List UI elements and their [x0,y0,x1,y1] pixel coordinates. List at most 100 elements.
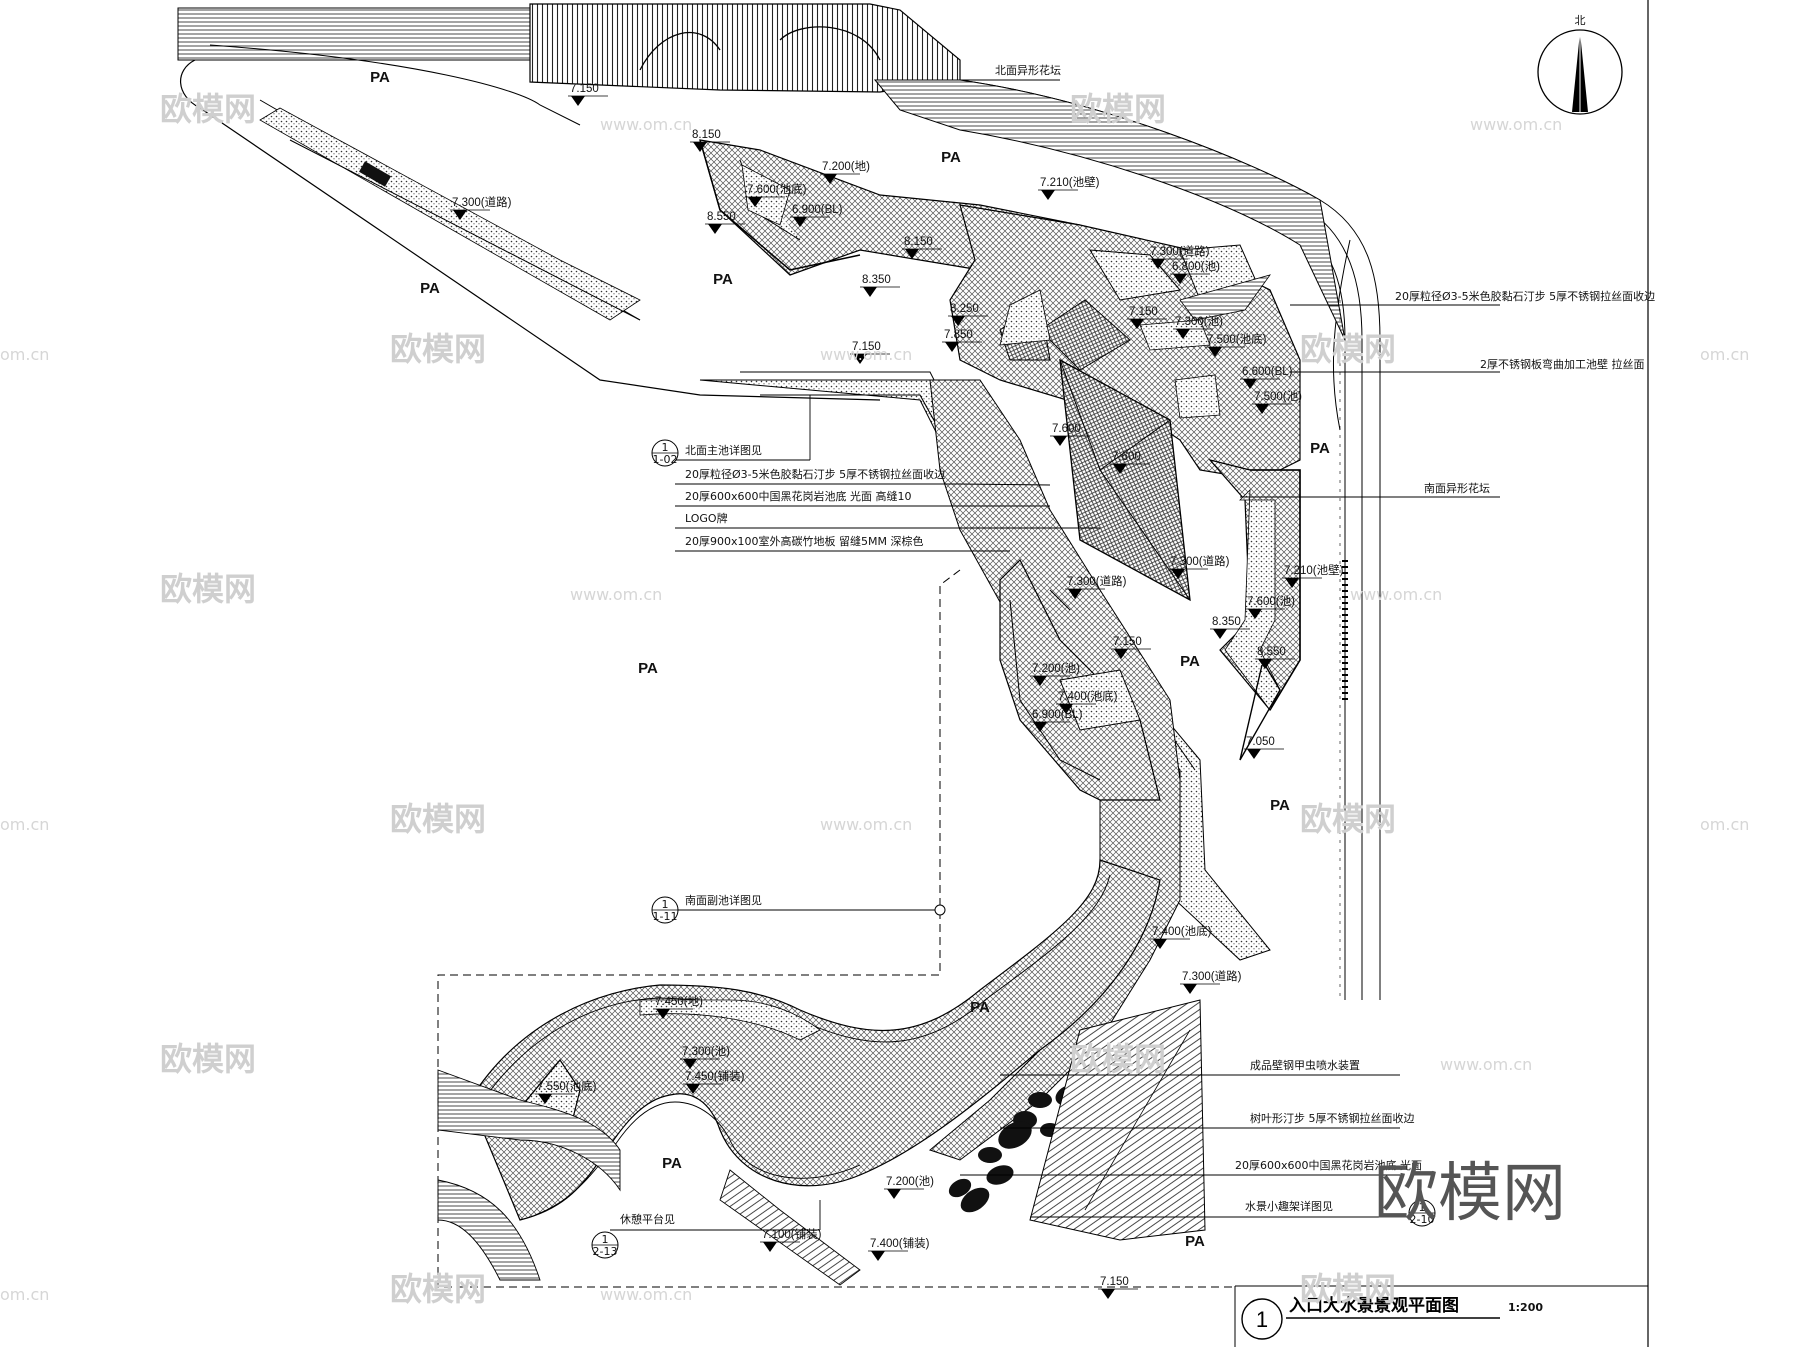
elevation-text: 7.600(池) [1247,595,1295,608]
callout-text: 成品壁钢甲虫喷水装置 [1250,1058,1360,1072]
elevation-marker: 8.350 [860,274,900,297]
elevation-text: 7.450(地) [655,995,703,1008]
pa-zone-label: PA [662,1155,682,1172]
drawing-title-block: 1 入口大水景景观平面图 1:200 [1241,1295,1543,1340]
elevation-marker: 7.150 [1098,1276,1138,1299]
elevation-marker: 7.100(铺装) [760,1228,822,1252]
elevation-marker: 7.200(池) [1030,662,1080,686]
watermark-url: www.om.cn [1350,585,1442,604]
elevation-triangle [1183,984,1197,994]
callout-left: 北面主池详图见 [675,395,811,461]
title-index: 1 [1256,1307,1268,1332]
detail-ref-bubble[interactable]: 11-11 [651,896,679,924]
elevation-marker: 7.600 [1050,423,1090,446]
elevation-text: 7.550(池底) [537,1079,597,1093]
elevation-text: 8.150 [904,236,933,248]
elevation-text: 7.210(池壁) [1040,175,1100,189]
elevation-text: 8.250 [950,303,979,315]
elevation-marker: 6.900(BL) [790,204,843,227]
elevation-marker: 7.300(池) [1173,315,1223,339]
elevation-marker: 7.450(地) [653,995,703,1019]
detail-ref-number: 1 [662,441,669,454]
elevation-marker: 7.210(池壁) [1282,563,1344,588]
elevation-marker: 7.500(池) [1252,390,1302,414]
elevation-text: 7.150 [852,341,881,353]
callout-left: 20厚粒径Ø3-5米色胶黏石汀步 5厚不锈钢拉丝面收边 [675,467,1051,486]
watermark-url: www.om.cn [1440,1055,1532,1074]
watermark-url-short: om.cn [1700,815,1749,834]
watermark-url-short: om.cn [0,815,49,834]
elevation-text: 7.600 [1112,451,1141,463]
elevation-marker: 7.150 [568,83,608,106]
elevation-triangle [863,287,877,297]
elevation-triangle [708,224,722,234]
elevation-text: 7.600(池底) [747,182,807,196]
elevation-triangle [538,1094,552,1104]
bench-block [359,161,391,187]
elevation-marker: 8.550 [705,211,745,234]
callout-text: 休憩平台见 [620,1212,675,1226]
detail-ref-bubble[interactable]: 12-10 [1408,1199,1436,1227]
detail-ref-sheet: 2-10 [1410,1213,1435,1226]
elevation-text: 7.300(道路) [1150,244,1210,258]
paved-band [177,7,531,61]
detail-ref-number: 1 [1419,1201,1426,1214]
callout-right: 树叶形汀步 5厚不锈钢拉丝面收边 [1000,1111,1415,1129]
elevation-marker: 7.300(道路) [1148,244,1210,269]
callout-text: 南面异形花坛 [1424,482,1490,495]
elevation-marker: 7.300(池) [680,1045,730,1069]
watermark-url-short: om.cn [0,1285,49,1304]
watermark-brand-large: 欧模网 [1374,1157,1566,1231]
watermark-brand: 欧模网 [390,1270,486,1308]
elevation-markers: 7.1507.1508.1507.200(地)7.600(池底)6.900(BL… [450,83,1344,1299]
elevation-triangle [683,1059,697,1069]
elevation-triangle [887,1189,901,1199]
elevation-triangle [871,1251,885,1261]
elevation-triangle [748,197,762,207]
drawing-title: 入口大水景景观平面图 [1289,1295,1459,1316]
detail-ref-bubble[interactable]: 11-02 [651,439,679,467]
elevation-triangle [1113,464,1127,474]
elevation-triangle [1114,649,1128,659]
elevation-marker: 7.600(池) [1245,595,1295,619]
watermark-brand: 欧模网 [1300,330,1396,368]
elevation-text: 6.600(BL) [1242,366,1293,378]
elevation-triangle [1243,379,1257,389]
elevation-marker: 7.300(道路) [1065,574,1127,599]
elevation-marker: 7.400(池底) [1150,924,1212,949]
elevation-triangle [1101,1289,1115,1299]
callout-text: 北面异形花坛 [995,64,1061,77]
elevation-marker: 7.300(道路) [450,195,512,220]
elevation-marker: 7.150 [1111,636,1151,659]
watermark-brand: 欧模网 [160,570,256,608]
elevation-text: 7.300(道路) [1170,554,1230,568]
pa-zone-label: PA [941,149,961,166]
elevation-triangle [1208,347,1222,357]
elevation-marker: 7.450(铺装) [683,1070,745,1094]
elevation-triangle [656,1009,670,1019]
elevation-triangle [1151,259,1165,269]
elevation-marker: 8.250 [948,303,988,326]
detail-ref-bubble[interactable]: 12-13 [591,1231,619,1259]
elevation-text: 8.350 [862,274,891,286]
elevation-text: 8.150 [692,129,721,141]
elevation-triangle [763,1242,777,1252]
elevation-triangle [1255,404,1269,414]
elevation-triangle [793,217,807,227]
elevation-triangle [571,96,585,106]
callout-text: 树叶形汀步 5厚不锈钢拉丝面收边 [1250,1111,1415,1125]
callout-text: LOGO牌 [685,511,728,525]
elevation-marker: 6.900(BL) [1030,709,1083,732]
elevation-text: 7.300(道路) [1067,574,1127,588]
callout-text: 北面主池详图见 [685,443,762,457]
elevation-text: 8.550 [1257,646,1286,658]
elevation-marker: 6.800(池) [1170,260,1220,284]
watermark-brand: 欧模网 [390,800,486,838]
elevation-text: 7.150 [1100,1276,1129,1288]
elevation-marker: 7.550(池底) [535,1079,597,1104]
callout-left: LOGO牌 [675,511,1100,529]
